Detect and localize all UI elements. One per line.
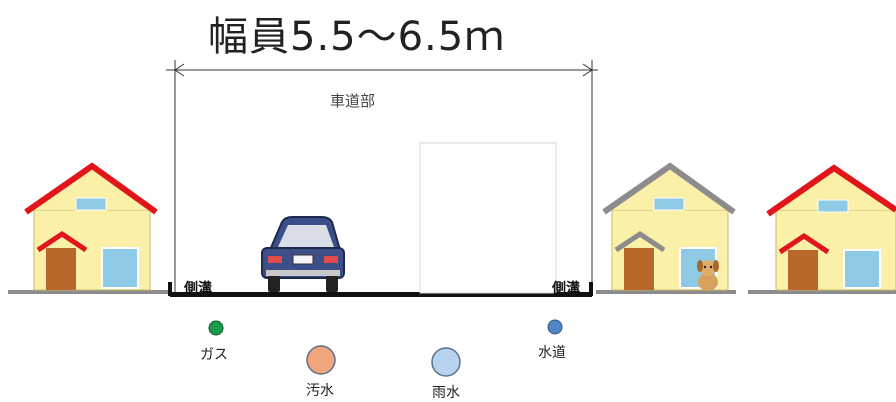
house-right [766, 164, 896, 291]
house-left [24, 162, 158, 291]
dog-illustration [697, 260, 719, 291]
width-dimension [166, 60, 598, 295]
ground [8, 282, 896, 297]
truck-silhouette [419, 142, 557, 294]
water-label: 水道 [538, 345, 566, 361]
roadway-label: 車道部 [330, 92, 376, 110]
rain-label: 雨水 [432, 385, 460, 401]
side-ditch-left-label: 側溝 [184, 281, 212, 297]
side-ditch-right-label: 側溝 [552, 281, 580, 297]
gas-label: ガス [200, 347, 228, 363]
gas-pipe [208, 320, 224, 336]
sewage-label: 汚水 [306, 383, 334, 399]
car-illustration [261, 216, 345, 292]
road-width-title: 幅員5.5〜6.5ｍ [208, 14, 506, 60]
house-middle [602, 162, 736, 291]
sewage-pipe [306, 345, 336, 375]
rain-pipe [431, 347, 461, 377]
water-pipe [547, 319, 563, 335]
